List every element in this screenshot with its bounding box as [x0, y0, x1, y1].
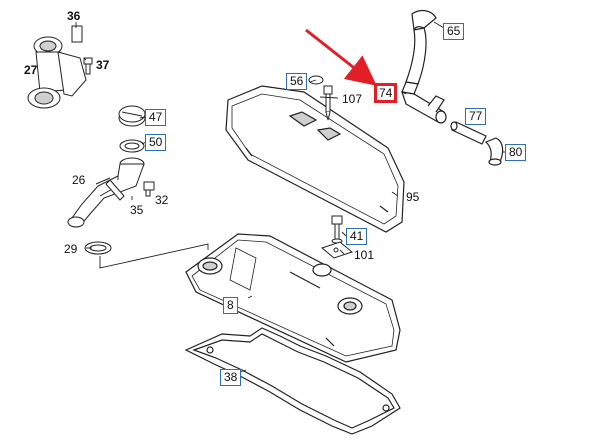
part-box-80[interactable]: 80: [505, 144, 527, 161]
part-box-65[interactable]: 65: [443, 23, 465, 40]
cylinder-head-cover-part: [185, 233, 401, 363]
part-label-32: 32: [155, 193, 169, 207]
part-box-8[interactable]: 8: [223, 297, 238, 314]
callout-arrow: [305, 28, 377, 86]
part-label-107: 107: [342, 92, 363, 106]
elbow-hose-part: [484, 137, 504, 166]
part-box-56[interactable]: 56: [286, 73, 308, 90]
part-label-95: 95: [406, 190, 420, 204]
pipe-part: [450, 121, 487, 145]
part-label-35: 35: [130, 203, 144, 217]
gasket-part: [184, 327, 401, 435]
part-box-74-highlighted[interactable]: 74: [374, 83, 398, 103]
seal-ring-part: [119, 139, 145, 153]
ring-29-part: [84, 241, 112, 255]
part-label-27: 27: [24, 63, 38, 77]
part-label-101: 101: [354, 248, 375, 262]
breather-pipe-part: [401, 91, 447, 124]
bolt-32-part: [143, 181, 155, 197]
part-box-41[interactable]: 41: [346, 228, 368, 245]
part-box-47[interactable]: 47: [145, 109, 167, 126]
valve-cover-part: [225, 85, 405, 233]
part-box-50[interactable]: 50: [145, 134, 167, 151]
bolt-41-part: [320, 215, 354, 259]
intake-assembly-part: [27, 25, 93, 109]
part-box-38[interactable]: 38: [220, 369, 242, 386]
part-label-26: 26: [72, 173, 86, 187]
part-box-77[interactable]: 77: [465, 108, 487, 125]
oil-cap-part: [118, 105, 146, 127]
part-label-29: 29: [64, 242, 78, 256]
part-label-36: 36: [67, 9, 81, 23]
filler-neck-part: [67, 157, 145, 228]
part-label-37: 37: [96, 58, 110, 72]
ventilation-hose-part: [401, 9, 437, 95]
